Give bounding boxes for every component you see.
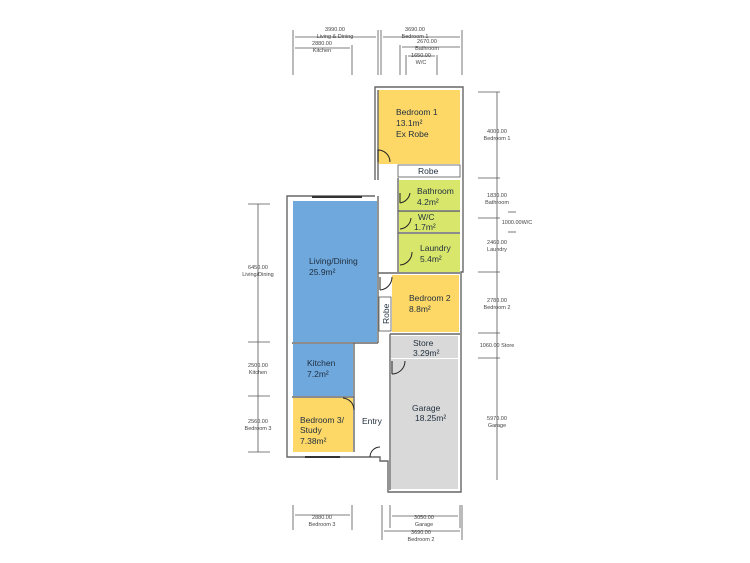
bedroom1-area: 13.1m² xyxy=(396,118,423,128)
dim-right-bed2-label: Bedroom 2 xyxy=(484,305,511,311)
bedroom2-area: 8.8m² xyxy=(409,304,431,314)
store-name: Store xyxy=(413,338,434,348)
bathroom-area: 4.2m² xyxy=(417,197,439,207)
dim-left-living-value: 6450.00 xyxy=(248,265,268,271)
dim-bottom-bed3-value: 2880.00 xyxy=(312,515,332,521)
dim-right-bed1-label: Bedroom 1 xyxy=(484,136,511,142)
wc-area: 1.7m² xyxy=(414,222,436,232)
bedroom3-name: Bedroom 3/ xyxy=(300,415,345,425)
right-dimensions xyxy=(478,91,516,480)
top-dimensions xyxy=(292,30,463,75)
room-robe-1 xyxy=(397,164,461,178)
kitchen-area: 7.2m² xyxy=(307,369,329,379)
kitchen-name: Kitchen xyxy=(307,358,336,368)
dim-top-living-value: 3990.00 xyxy=(325,27,345,33)
bedroom3-name2: Study xyxy=(300,425,322,435)
walls xyxy=(286,86,464,493)
dim-right-bath-value: 1830.00 xyxy=(487,193,507,199)
room-wc xyxy=(399,211,460,232)
dim-top-living-label: Living & Dining xyxy=(317,34,354,40)
room-garage xyxy=(391,359,458,489)
store-area: 3.29m² xyxy=(413,348,440,358)
dim-top-bed1-label: Bedroom 1 xyxy=(402,34,429,40)
doors xyxy=(342,149,413,458)
dim-right-laundry-value: 2460.00 xyxy=(487,240,507,246)
dim-right-bed2-value: 2780.00 xyxy=(487,298,507,304)
dim-right-garage-label: Garage xyxy=(488,423,506,429)
robe1-label: Robe xyxy=(418,166,439,176)
wc-name: W/C xyxy=(418,212,435,222)
living-area: 25.9m² xyxy=(309,267,336,277)
entry-label: Entry xyxy=(362,416,383,426)
dim-top-kitchen-value: 2880.00 xyxy=(312,41,332,47)
dim-right-garage-value: 5970.00 xyxy=(487,416,507,422)
room-kitchen xyxy=(293,344,353,396)
dim-right-wc-value: 1000.00W/C xyxy=(502,220,533,226)
dim-bottom-bed2-label: Bedroom 2 xyxy=(408,537,435,543)
dim-right-store-value: 1060.00 Store xyxy=(480,343,515,349)
room-store xyxy=(391,336,458,358)
bedroom2-name: Bedroom 2 xyxy=(409,293,451,303)
room-bedroom-2 xyxy=(392,275,459,332)
robe2-label: Robe xyxy=(381,303,391,324)
room-laundry xyxy=(399,234,460,272)
laundry-area: 5.4m² xyxy=(420,254,442,264)
dim-left-kitchen-label: Kitchen xyxy=(249,370,267,376)
dim-bottom-bed2-value: 3690.00 xyxy=(411,530,431,536)
laundry-name: Laundry xyxy=(420,243,451,253)
dim-right-bed1-value: 4000.00 xyxy=(487,129,507,135)
bottom-dimensions xyxy=(292,505,463,540)
garage-name: Garage xyxy=(412,403,441,413)
dim-left-bed3-value: 2560.00 xyxy=(248,419,268,425)
room-bedroom-3 xyxy=(293,398,353,452)
bedroom1-note: Ex Robe xyxy=(396,129,429,139)
dim-right-laundry-label: Laundry xyxy=(487,247,507,253)
dim-left-bed3-label: Bedroom 3 xyxy=(245,426,272,432)
dim-right-bath-label: Bathroom xyxy=(485,200,509,206)
dim-left-kitchen-value: 2500.00 xyxy=(248,363,268,369)
dim-top-bed1-value: 3690.00 xyxy=(405,27,425,33)
room-living-dining xyxy=(293,201,377,342)
dim-top-bath-label: Bathroom xyxy=(415,46,439,52)
bedroom3-area: 7.38m² xyxy=(300,436,327,446)
dim-bottom-garage-label: Garage xyxy=(415,522,433,528)
dim-bottom-garage-value: 3050.00 xyxy=(414,515,434,521)
dim-bottom-bed3-label: Bedroom 3 xyxy=(309,522,336,528)
dim-top-wc-label: W/C xyxy=(416,60,427,66)
dim-top-kitchen-label: Kitchen xyxy=(313,48,331,54)
dim-top-bath-value: 2670.00 xyxy=(417,39,437,45)
bathroom-name: Bathroom xyxy=(417,186,454,196)
room-bedroom-1 xyxy=(378,90,460,164)
room-robe-2 xyxy=(378,296,392,332)
garage-area: 18.25m² xyxy=(415,413,446,423)
living-name: Living/Dining xyxy=(309,256,358,266)
bedroom1-name: Bedroom 1 xyxy=(396,107,438,117)
left-dimensions xyxy=(248,203,270,453)
dim-top-wc-value: 1650.00 xyxy=(411,53,431,59)
dim-left-living-label: Living/Dining xyxy=(242,272,274,278)
